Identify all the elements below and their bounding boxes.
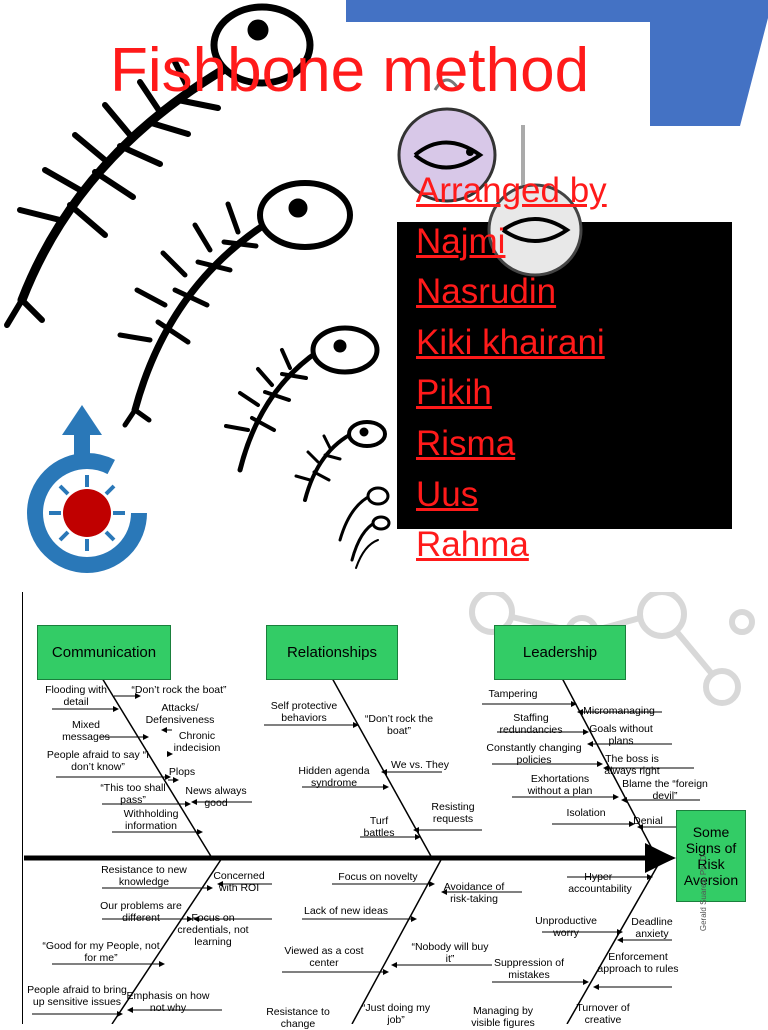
author-item[interactable]: Nasrudin — [416, 272, 557, 312]
blue-banner-shape — [346, 0, 768, 126]
cause-label: Enforcement approach to rules — [597, 951, 679, 975]
cause-label: Hidden agenda syndrome — [298, 765, 370, 789]
cause-label: Tampering — [488, 688, 538, 700]
cause-label: “Don’t rock the boat” — [131, 684, 227, 696]
credit-text: Gerald Suarez, Ph. D. — [699, 852, 708, 932]
effect-box: Some Signs of Risk Aversion — [676, 810, 746, 902]
cause-label: Isolation — [566, 807, 606, 819]
cause-label: Exhortations without a plan — [527, 773, 593, 797]
cause-label: Unproductive worry — [535, 915, 597, 939]
slide-title: Fishbone method — [110, 36, 590, 105]
cause-label: Denial — [633, 815, 663, 827]
fish-skeleton-icon — [4, 3, 391, 569]
cause-label: Flooding with detail — [45, 684, 107, 708]
cause-label: Our problems are different — [100, 900, 182, 924]
fishbone-lines — [22, 592, 755, 1024]
cause-label: “Good for my People, not for me” — [42, 940, 160, 964]
cause-label: “Don’t rock the boat” — [364, 713, 434, 737]
cause-label: Micromanaging — [583, 705, 655, 717]
cause-label: Blame the “foreign devil” — [622, 778, 708, 802]
cause-label: Withholding information — [123, 808, 179, 832]
category-leadership: Leadership — [494, 625, 626, 680]
cause-label: Turf battles — [363, 815, 395, 839]
cause-label: Concerned with ROI — [213, 870, 265, 894]
cause-label: Goals without plans — [589, 723, 653, 747]
category-relationships: Relationships — [266, 625, 398, 680]
cause-label: News always good — [185, 785, 247, 809]
cause-label: Attacks/ Defensiveness — [145, 702, 215, 726]
cause-label: Resisting requests — [431, 801, 475, 825]
cause-label: Resistance to new knowledge — [101, 864, 187, 888]
cause-label: Turnover of creative — [576, 1002, 630, 1026]
cause-label: “This too shall pass” — [100, 782, 166, 806]
author-backdrop — [397, 222, 732, 529]
cause-label: Emphasis on how not why — [126, 990, 210, 1014]
author-heading[interactable]: Arranged by — [416, 171, 607, 210]
cause-label: Managing by visible figures — [471, 1005, 535, 1029]
effect-label: Some Signs of Risk Aversion — [683, 824, 739, 888]
author-item[interactable]: Uus — [416, 474, 479, 514]
cause-label: Viewed as a cost center — [284, 945, 364, 969]
cause-label: Focus on novelty — [338, 871, 418, 883]
cause-label: Hyper- accountability — [568, 871, 632, 895]
fishbone-diagram: Communication Relationships Leadership S… — [22, 592, 768, 1030]
cause-label: Lack of new ideas — [304, 905, 389, 917]
cause-label: People afraid to bring up sensitive issu… — [27, 984, 127, 1008]
author-list: Arranged by Najmi Nasrudin Kiki khairani… — [416, 166, 607, 571]
category-communication: Communication — [37, 625, 171, 680]
cause-label: “Nobody will buy it” — [411, 941, 489, 965]
author-item[interactable]: Najmi — [416, 221, 506, 261]
author-item[interactable]: Rahma — [416, 525, 529, 565]
cause-label: Focus on credentials, not learning — [177, 912, 249, 948]
cause-label: People afraid to say “I don’t know” — [46, 749, 150, 773]
cause-label: The boss is always right — [604, 753, 660, 777]
cause-label: Staffing redundancies — [499, 712, 563, 736]
cause-label: Suppression of mistakes — [493, 957, 565, 981]
cause-label: Constantly changing policies — [486, 742, 582, 766]
cause-label: Deadline anxiety — [631, 916, 673, 940]
cause-label: Chronic indecision — [173, 730, 221, 754]
commons-logo-icon — [27, 405, 147, 573]
cause-label: Self protective behaviors — [270, 700, 338, 724]
cause-label: Avoidance of risk-taking — [443, 881, 505, 905]
cause-label: We vs. They — [391, 759, 449, 771]
author-item[interactable]: Pikih — [416, 373, 492, 413]
author-item[interactable]: Kiki khairani — [416, 322, 605, 362]
cause-label: Plops — [168, 766, 196, 778]
cause-label: “Just doing my job” — [361, 1002, 431, 1026]
ornament-icon — [397, 78, 583, 277]
cause-label: Resistance to change — [266, 1006, 330, 1030]
author-item[interactable]: Risma — [416, 423, 516, 463]
cause-label: Mixed messages — [62, 719, 110, 743]
